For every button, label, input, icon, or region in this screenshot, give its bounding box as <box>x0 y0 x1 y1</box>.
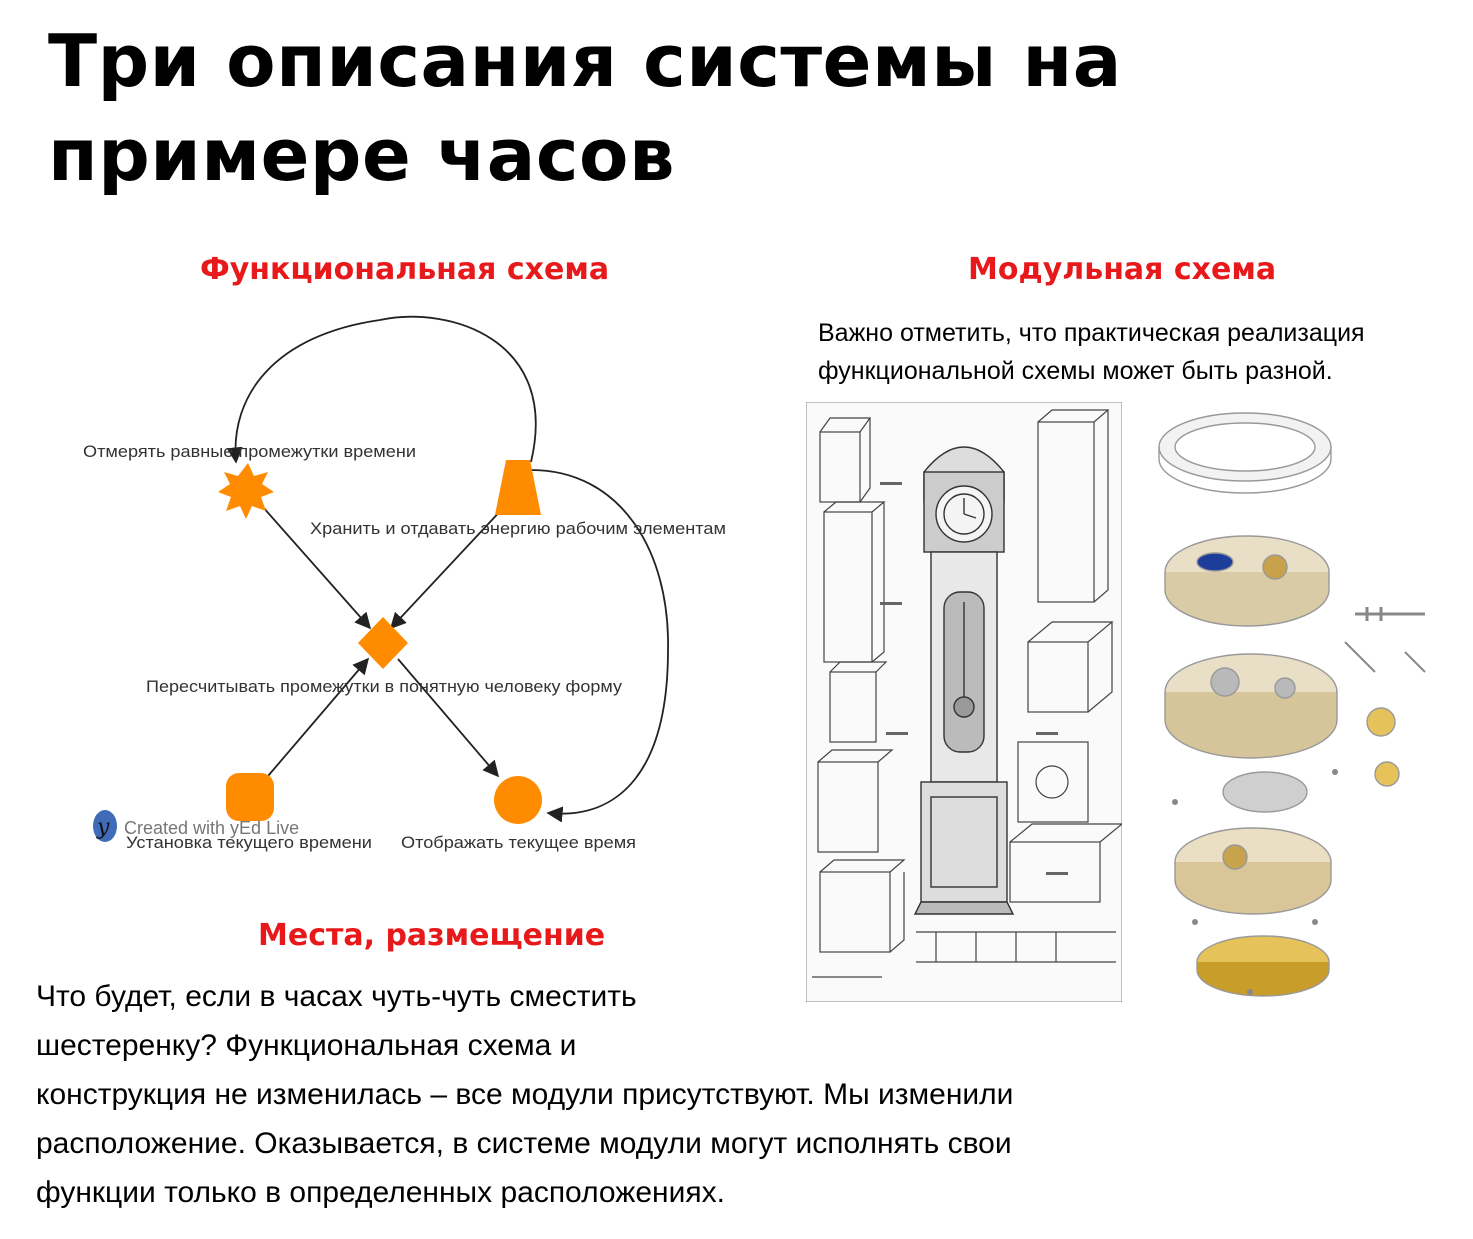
yed-watermark: Created with yEd Live <box>124 818 299 838</box>
edge-energy-to-measure <box>226 315 537 464</box>
watch-movement-exploded-view <box>1158 412 1426 997</box>
functional-scheme-heading: Функциональная схема <box>200 252 610 287</box>
edge-convert-to-display <box>397 658 500 778</box>
node-energy-trapezoid <box>495 460 541 515</box>
page-title: Три описания системы на примере часов <box>48 14 1428 202</box>
label-set-time: Установка текущего времени <box>126 833 372 852</box>
edge-energy-to-convert <box>389 505 506 630</box>
label-energy: Хранить и отдавать энергию рабочим элеме… <box>310 519 726 538</box>
svg-text:y: y <box>96 815 110 840</box>
node-display-circle <box>494 776 542 824</box>
edge-set-time-to-convert <box>267 657 370 777</box>
yed-logo-icon: y <box>93 810 117 842</box>
placement-text: Что будет, если в часах чуть-чуть смести… <box>36 972 1216 1217</box>
node-set-time-rounded-square <box>226 773 274 821</box>
page-title-line-1: Три описания системы на <box>48 19 1122 103</box>
page-title-line-2: примере часов <box>48 113 676 197</box>
placement-text-line-4: расположение. Оказывается, в системе мод… <box>36 1127 1012 1160</box>
grandfather-clock-drawing <box>806 402 1122 1002</box>
modular-note: Важно отметить, что практическая реализа… <box>818 314 1438 390</box>
modular-note-line-2: функциональной схемы может быть разной. <box>818 357 1333 385</box>
label-measure: Отмерять равные промежутки времени <box>83 442 416 461</box>
edge-energy-to-display <box>530 469 669 823</box>
modular-note-line-1: Важно отметить, что практическая реализа… <box>818 319 1365 347</box>
node-convert-diamond <box>358 617 408 669</box>
placement-heading: Места, размещение <box>258 918 606 953</box>
edge-measure-to-convert <box>261 505 372 630</box>
modular-scheme-heading: Модульная схема <box>968 252 1277 287</box>
label-display: Отображать текущее время <box>401 833 636 852</box>
placement-text-line-2: шестеренку? Функциональная схема и <box>36 1029 577 1062</box>
placement-text-line-1: Что будет, если в часах чуть-чуть смести… <box>36 980 637 1013</box>
placement-text-line-5: функции только в определенных расположен… <box>36 1176 725 1209</box>
placement-text-line-3: конструкция не изменилась – все модули п… <box>36 1078 1014 1111</box>
node-measure-star <box>218 463 274 519</box>
label-convert: Пересчитывать промежутки в понятную чело… <box>146 677 623 696</box>
